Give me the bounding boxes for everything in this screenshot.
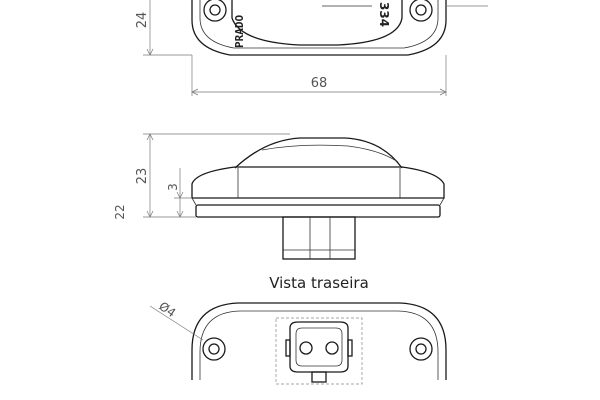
rear-view-inner-edge	[199, 310, 439, 380]
rear-view-left-hole-outer	[202, 337, 226, 361]
rear-view-connector	[275, 317, 363, 385]
rear-view-title: Vista traseira	[269, 274, 369, 292]
top-view-left-hole-outer	[203, 0, 227, 22]
side-view-housing	[191, 166, 445, 199]
side-view-connector	[282, 216, 356, 260]
connector-pin-right	[325, 341, 339, 355]
top-view-housing	[191, 0, 447, 56]
side-view-lens	[234, 137, 403, 169]
hole-diameter-value: Ø4	[156, 299, 178, 320]
top-view: PRADO 334	[191, 0, 488, 56]
top-view-right-hole-outer	[409, 0, 433, 22]
side-view-base-plate	[195, 204, 441, 218]
rear-view: Ø4	[149, 299, 447, 385]
side-cap-dimension: 3	[166, 168, 192, 218]
side-view-lens-highlight	[261, 144, 399, 163]
top-width-dimension: 68	[191, 55, 447, 96]
part-number-label: 334	[377, 2, 391, 27]
side-view	[191, 137, 445, 260]
side-cap-value: 3	[166, 183, 180, 191]
top-height-dimension: 24	[135, 0, 192, 56]
connector-pin-left	[299, 341, 313, 355]
top-view-inner-edge	[199, 0, 439, 49]
rear-view-right-hole-outer	[409, 337, 433, 361]
side-base-dimension: 22	[113, 204, 127, 219]
side-view-gap-line	[191, 197, 197, 206]
side-height-dimension: 23	[135, 133, 290, 218]
rear-view-housing	[191, 302, 447, 380]
side-view-gap-line-right	[439, 197, 445, 206]
brand-label: PRADO	[233, 15, 246, 48]
side-base-value: 22	[113, 204, 127, 219]
top-view-right-hole-inner	[415, 4, 427, 16]
top-width-value: 68	[311, 76, 328, 91]
rear-view-right-hole-inner	[415, 343, 427, 355]
top-view-left-hole-inner	[209, 4, 221, 16]
side-height-value: 23	[135, 168, 150, 185]
top-view-lens	[231, 0, 403, 46]
top-height-value: 24	[135, 12, 150, 29]
rear-view-left-hole-inner	[208, 343, 220, 355]
